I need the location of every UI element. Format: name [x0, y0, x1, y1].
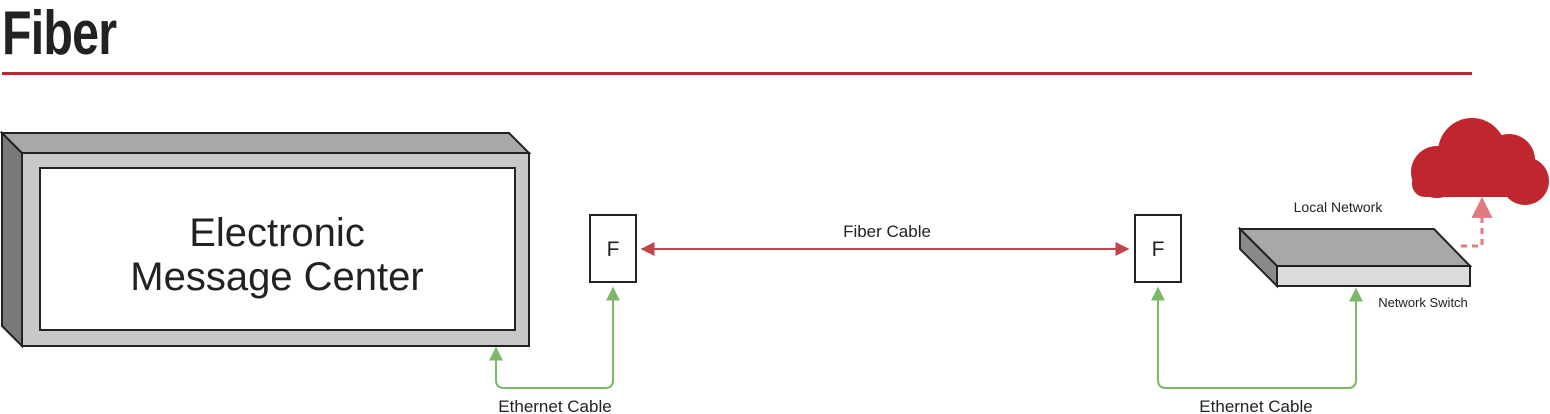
- local-network-label: Local Network: [1294, 199, 1384, 215]
- message-center-sign: Electronic Message Center: [0, 130, 532, 349]
- fiber-converter-right: F: [1134, 214, 1182, 283]
- fiber-converter-left: F: [589, 214, 637, 283]
- ethernet-cable-left-label: Ethernet Cable: [498, 397, 611, 414]
- network-switch-label: Network Switch: [1378, 295, 1468, 310]
- ethernet-cable-right-label: Ethernet Cable: [1199, 397, 1312, 414]
- cloud-icon: [1411, 118, 1549, 205]
- converter-left-label: F: [607, 238, 620, 261]
- title-divider: [2, 72, 1472, 75]
- ethernet-cable-left: [489, 286, 620, 389]
- ethernet-cable-right: [1151, 286, 1363, 389]
- converter-right-box: [1134, 214, 1182, 283]
- fiber-cable-label: Fiber Cable: [843, 222, 931, 241]
- sign-text-line1: Electronic: [189, 211, 365, 255]
- sign-side-face: [1, 130, 23, 349]
- converter-right-label: F: [1152, 238, 1165, 261]
- switch-top-face: [1237, 228, 1473, 267]
- switch-front-face: [1276, 265, 1471, 287]
- internet-uplink: [1461, 196, 1493, 248]
- sign-top-face: [0, 132, 532, 154]
- page-title: Fiber: [2, 0, 117, 68]
- sign-screen: [39, 167, 516, 331]
- converter-left-box: [589, 214, 637, 283]
- sign-text-line2: Message Center: [130, 255, 423, 299]
- network-switch: [1237, 226, 1473, 289]
